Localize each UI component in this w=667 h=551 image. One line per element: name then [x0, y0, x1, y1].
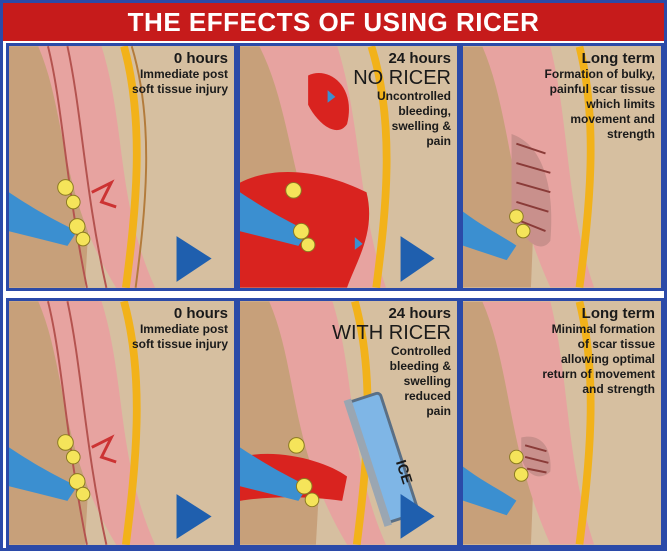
poster-title: THE EFFECTS OF USING RICER: [3, 3, 664, 41]
panel-0h-bottom: 0 hours Immediate post soft tissue injur…: [6, 298, 237, 548]
panel-caption: Long term Minimal formation of scar tiss…: [540, 305, 655, 397]
panel-24h-with-ricer: ICE 24 hours WITH RICER Controlled bleed…: [237, 298, 460, 548]
panel-text: Minimal formation of scar tissue allowin…: [540, 322, 655, 397]
panel-caption: Long term Formation of bulky, painful sc…: [535, 50, 655, 142]
arrow-right-icon: [9, 301, 234, 545]
arrow-right-icon: [240, 301, 457, 545]
panel-time: Long term: [540, 305, 655, 322]
panel-time: Long term: [535, 50, 655, 67]
arrow-right-icon: [9, 46, 234, 288]
panel-long-term-bottom: Long term Minimal formation of scar tiss…: [460, 298, 664, 548]
panel-long-term-top: Long term Formation of bulky, painful sc…: [460, 43, 664, 291]
panel-24h-no-ricer: 24 hours NO RICER Uncontrolled bleeding,…: [237, 43, 460, 291]
panel-text: Formation of bulky, painful scar tissue …: [535, 67, 655, 142]
panel-0h-top: 0 hours Immediate post soft tissue injur…: [6, 43, 237, 291]
arrow-right-icon: [240, 46, 457, 288]
